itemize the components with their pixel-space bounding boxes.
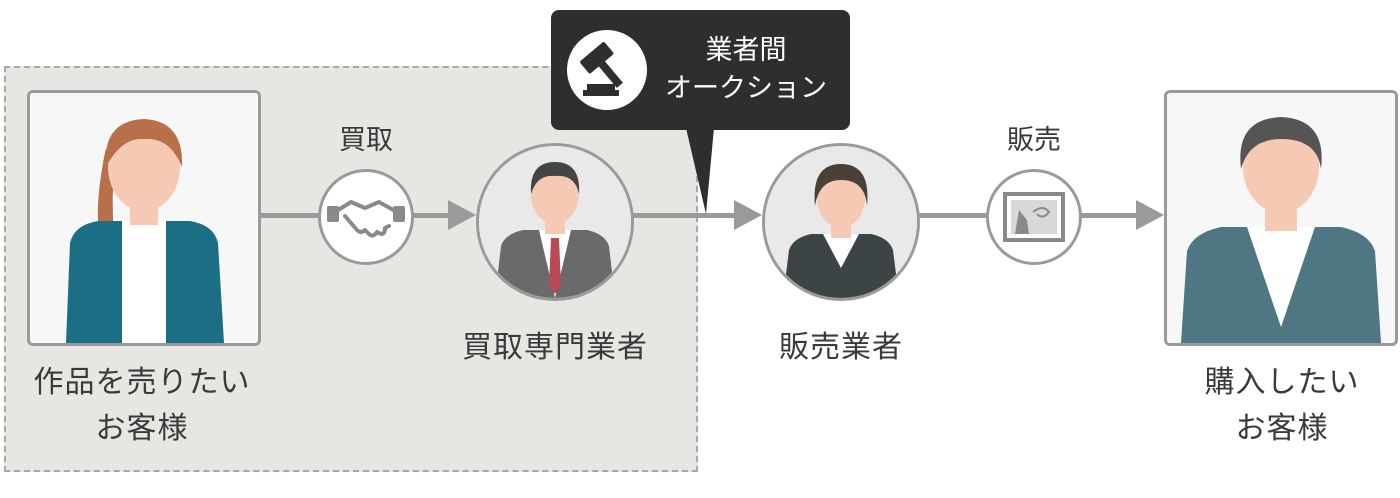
callout-pointer [686,128,714,214]
flow-arrow-1 [448,200,476,230]
flow-arrow-2 [734,200,762,230]
buyer-customer-line1: 購入したい [1204,365,1360,400]
buyback-dealer-label: 買取専門業者 [462,330,648,365]
gavel-badge [567,30,647,110]
flow-line-2 [632,213,736,218]
buyback-dealer-circle [476,143,634,301]
flow-arrow-3 [1136,200,1164,230]
handshake-circle [318,169,414,265]
painting-icon [1003,192,1065,242]
callout-line1: 業者間 [705,35,787,66]
callout-line2: オークション [665,73,827,104]
seller-customer-label: 作品を売りたい お客様 [10,360,274,452]
woman-icon [30,93,258,343]
painting-circle [986,169,1082,265]
retailer-label: 販売業者 [779,330,903,365]
seller-customer-card [27,90,261,346]
seller-customer-line2: お客様 [95,411,189,446]
businesswoman-icon [765,146,917,298]
auction-callout: 業者間 オークション [551,10,850,130]
buyer-customer-label: 購入したい お客様 [1150,360,1400,452]
buyer-customer-card [1164,90,1398,346]
handshake-icon [327,200,405,238]
seller-customer-line1: 作品を売りたい [33,365,251,400]
retailer-circle [762,143,920,301]
man-icon [1167,93,1395,343]
step-buyback-label: 買取 [339,125,393,156]
step-sale-label: 販売 [1007,125,1061,156]
gavel-icon [580,42,623,96]
buyer-customer-line2: お客様 [1235,411,1329,446]
businessman-icon [479,146,631,298]
